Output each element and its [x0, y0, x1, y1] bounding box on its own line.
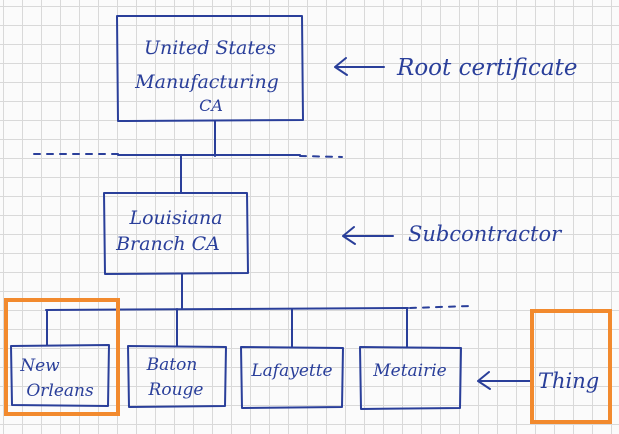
branch-ca-label-line-1: Louisiana	[128, 207, 222, 229]
thing-annotation: Thing	[477, 369, 599, 393]
leaf-box-baton-rouge	[127, 345, 227, 408]
root-annotation-arrow	[334, 57, 385, 76]
leaf-node-new-orleans: New Orleans	[10, 344, 110, 407]
leaf-node-baton-rouge: Baton Rouge	[127, 345, 227, 408]
leaf-level-rule	[45, 307, 409, 311]
root-ca-label-line-3: CA	[199, 96, 223, 115]
root-ca-label-line-2: Manufacturing	[134, 71, 279, 93]
thing-label: Thing	[538, 369, 599, 393]
leaf-label-baton-rouge-line-2: Rouge	[148, 380, 204, 400]
root-annotation: Root certificate	[334, 55, 577, 81]
branch-ca-node: Louisiana Branch CA	[103, 192, 249, 275]
branch-annotation: Subcontractor	[342, 222, 563, 246]
leaf-node-metairie: Metairie	[359, 346, 462, 410]
leaf-box-metairie	[359, 346, 462, 410]
leaf-box-lafayette	[240, 346, 344, 409]
leaf-label-new-orleans-line-1: New	[19, 356, 60, 376]
highlight-thing	[530, 309, 612, 424]
leaf-label-new-orleans-line-2: Orleans	[26, 381, 94, 401]
leaf-label-metairie: Metairie	[372, 361, 447, 381]
root-ca-node: United States Manufacturing CA	[116, 15, 304, 122]
root-ca-box	[116, 15, 304, 122]
root-annotation-label: Root certificate	[396, 55, 577, 81]
branch-annotation-label: Subcontractor	[408, 222, 563, 246]
highlight-new-orleans	[4, 298, 120, 416]
leaf-node-lafayette: Lafayette	[240, 346, 344, 409]
root-level-right-dash	[299, 155, 343, 158]
leaf-level-right-dash	[409, 305, 471, 309]
leaf-label-baton-rouge-line-1: Baton	[146, 355, 198, 375]
leaf-label-lafayette: Lafayette	[250, 361, 332, 381]
thing-annotation-arrow	[477, 371, 531, 390]
root-ca-label-line-1: United States	[144, 37, 276, 59]
leaf-box-new-orleans	[10, 344, 110, 407]
branch-ca-label-line-2: Branch CA	[115, 233, 220, 255]
branch-ca-box	[103, 192, 249, 275]
branch-annotation-arrow	[342, 226, 394, 245]
